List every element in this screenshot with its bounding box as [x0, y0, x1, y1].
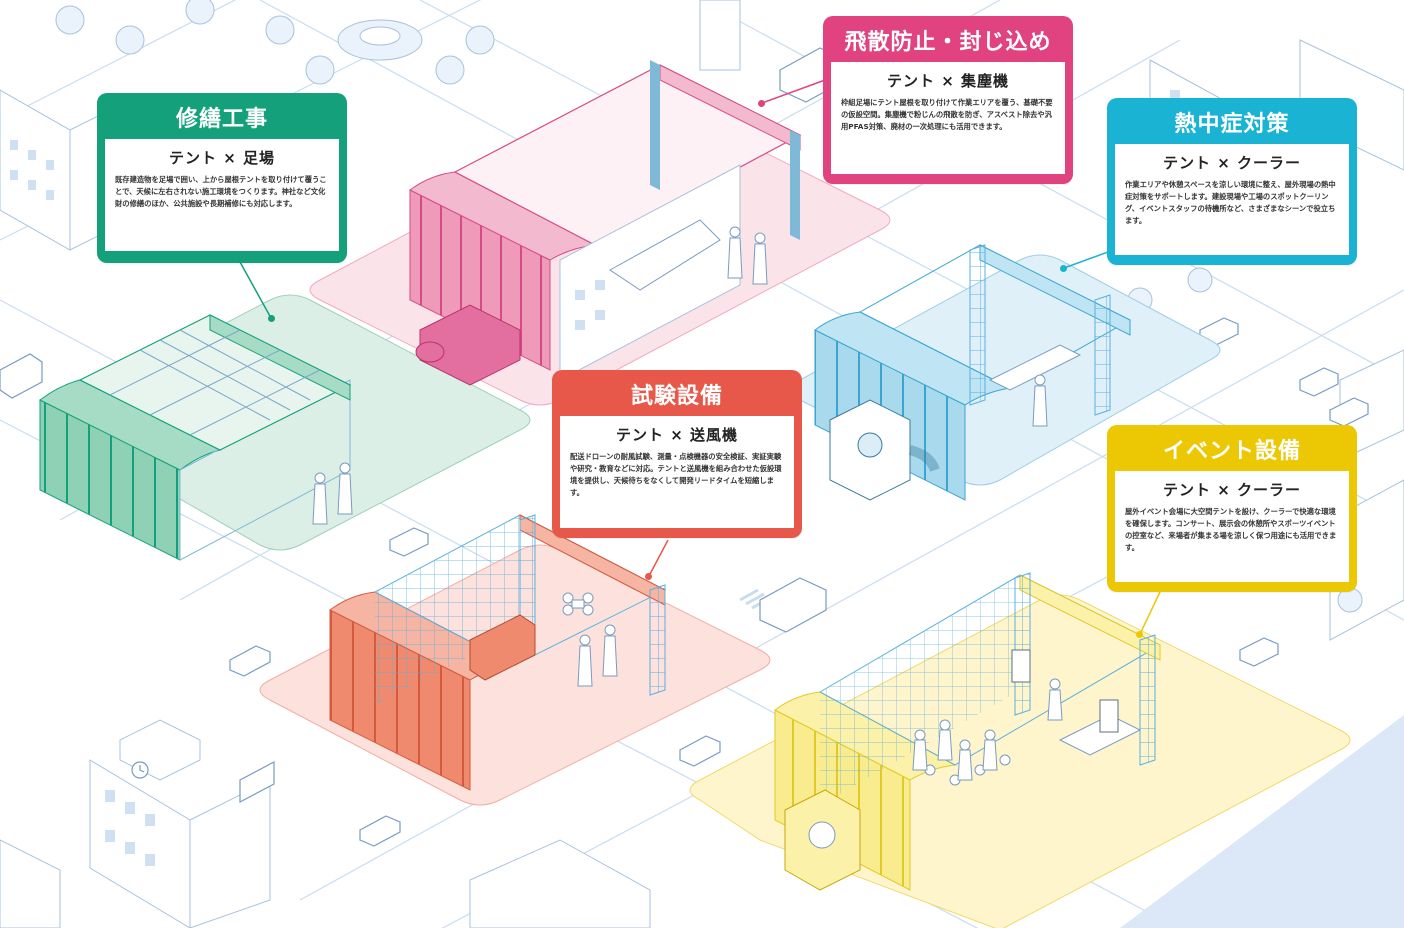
drone-icon	[562, 592, 594, 616]
leader-lines	[239, 79, 1161, 635]
event-pin	[1136, 631, 1143, 638]
repair-description: 既存建造物を足場で囲い、上から屋根テントを取り付けて覆うことで、天候に左右されな…	[115, 175, 327, 208]
repair-title: 修繕工事	[175, 107, 268, 132]
people-figures	[312, 226, 1063, 786]
testing-title: 試験設備	[630, 384, 723, 409]
heatstroke-pin	[1060, 265, 1067, 272]
fountain	[337, 19, 423, 61]
event-subtitle: テント × クーラー	[1162, 481, 1301, 499]
testing-tent	[329, 514, 667, 791]
heatstroke-title: 熱中症対策	[1174, 112, 1290, 137]
event-description: 屋外イベント会場に大空間テントを設け、クーラーで快適な環境を確保します。コンサー…	[1125, 507, 1337, 552]
event-title: イベント設備	[1162, 439, 1301, 464]
repair-pin	[268, 315, 275, 322]
event-tent	[774, 572, 1162, 891]
event-callout: イベント設備 テント × クーラー 屋外イベント会場に大空間テントを設け、クーラ…	[1107, 425, 1357, 592]
containment-callout: 飛散防止・封じ込め テント × 集塵機 枠組足場にテント屋根を取り付けて作業エリ…	[823, 16, 1073, 184]
repair-subtitle: テント × 足場	[168, 149, 275, 167]
containment-description: 枠組足場にテント屋根を取り付けて作業エリアを覆う、基礎不要の仮設空間。集塵機で粉…	[841, 98, 1053, 131]
event-box: テント × クーラー 屋外イベント会場に大空間テントを設け、クーラーで快適な環境…	[1115, 471, 1349, 582]
containment-tent	[409, 60, 802, 386]
testing-description: 配送ドローンの耐風試験、測量・点検機器の安全検証、実証実験や研究・教育などに対応…	[570, 452, 782, 497]
containment-title: 飛散防止・封じ込め	[844, 30, 1052, 55]
containment-box: テント × 集塵機 枠組足場にテント屋根を取り付けて作業エリアを覆う、基礎不要の…	[831, 62, 1065, 174]
cars	[229, 317, 1369, 847]
heatstroke-callout: 熱中症対策 テント × クーラー 作業エリアや休憩スペースを涼しい環境に整え、屋…	[1107, 98, 1357, 265]
heatstroke-subtitle: テント × クーラー	[1162, 154, 1301, 172]
heatstroke-tent	[814, 244, 1132, 501]
testing-callout: 試験設備 テント × 送風機 配送ドローンの耐風試験、測量・点検機器の安全検証、…	[552, 370, 802, 538]
containment-pin	[758, 100, 765, 107]
repair-callout: 修繕工事 テント × 足場 既存建造物を足場で囲い、上から屋根テントを取り付けて…	[97, 93, 347, 263]
heatstroke-box: テント × クーラー 作業エリアや休憩スペースを涼しい環境に整え、屋外現場の熱中…	[1115, 144, 1349, 255]
testing-box: テント × 送風機 配送ドローンの耐風試験、測量・点検機器の安全検証、実証実験や…	[560, 416, 794, 528]
testing-pin	[645, 573, 652, 580]
clock-icon	[131, 761, 149, 779]
testing-subtitle: テント × 送風機	[615, 426, 738, 444]
containment-subtitle: テント × 集塵機	[886, 72, 1009, 90]
heatstroke-description: 作業エリアや休憩スペースを涼しい環境に整え、屋外現場の熱中症対策をサポートします…	[1125, 180, 1336, 225]
corner-shape	[1120, 715, 1404, 928]
repair-box: テント × 足場 既存建造物を足場で囲い、上から屋根テントを取り付けて覆うことで…	[105, 139, 339, 251]
